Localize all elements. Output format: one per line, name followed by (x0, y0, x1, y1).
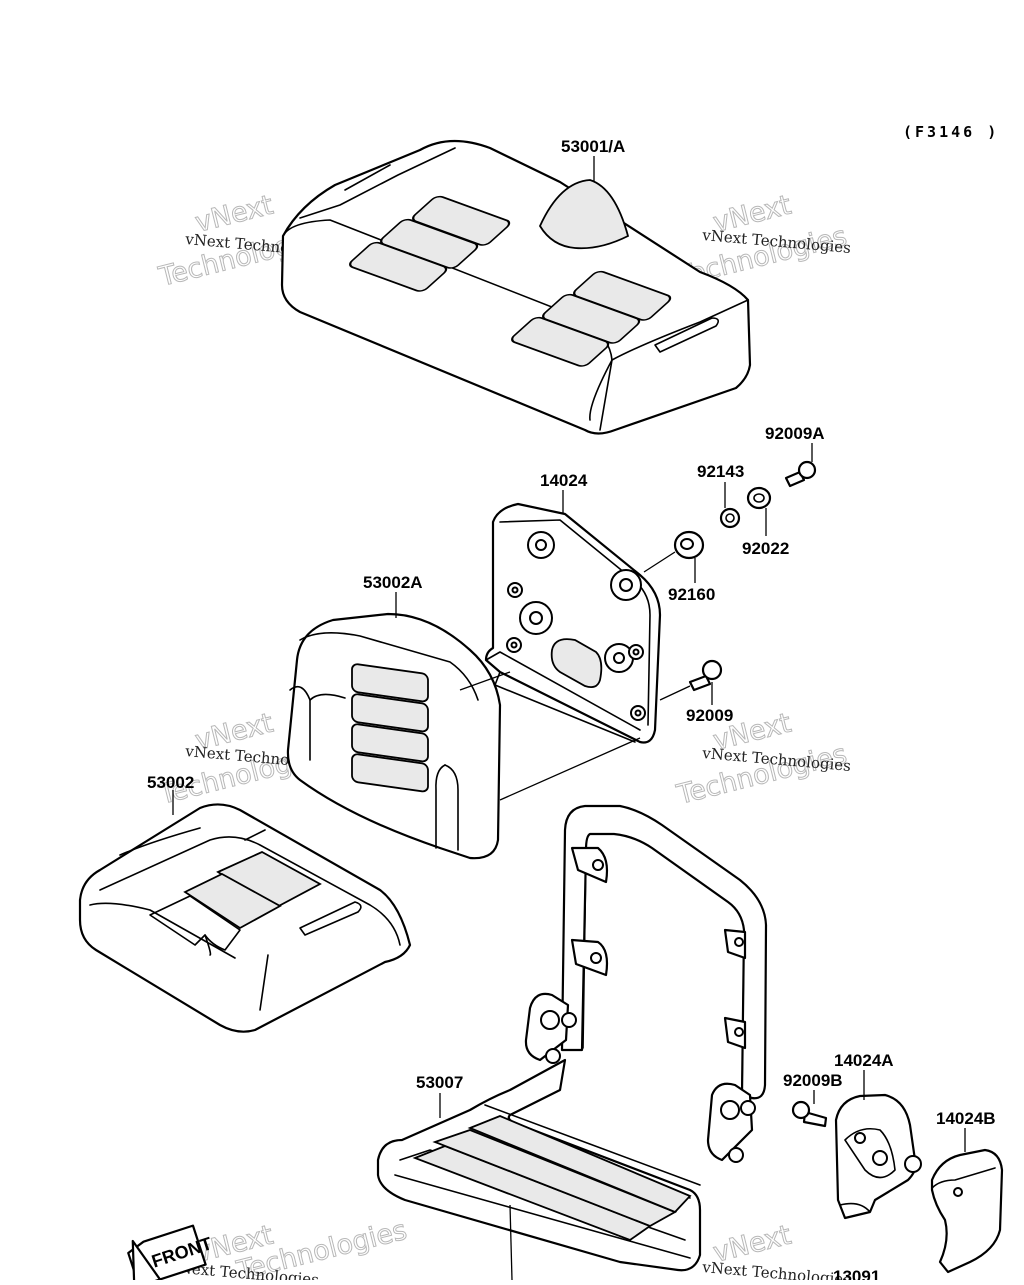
seat-top-part (280, 139, 752, 435)
cover-part (930, 1148, 1004, 1274)
label-cover: 14024B (936, 1109, 996, 1128)
bracket-plate-part (484, 502, 662, 744)
label-seat-cushion: 53002 (147, 773, 194, 792)
diagram-code: (F3146 ) (903, 123, 999, 141)
label-bracket-plate: 14024 (540, 471, 588, 490)
label-nut: 92022 (742, 539, 789, 558)
spacer-part (719, 507, 741, 529)
label-hinge-bracket: 14024A (834, 1051, 894, 1070)
label-seat-top: 53001/A (561, 137, 625, 156)
label-bolt-a: 92009A (765, 424, 825, 443)
seat-frame-part (376, 804, 768, 1281)
damper-part (673, 530, 705, 560)
hinge-bracket-part (834, 1093, 922, 1220)
seat-cushion-part (78, 803, 412, 1033)
seat-back-part (286, 612, 502, 860)
watermark-bottom-right: vNext vNext Technologies (701, 1219, 852, 1285)
label-bolt-b: 92009B (783, 1071, 843, 1090)
label-damper: 92160 (668, 585, 715, 604)
nut-part (746, 486, 772, 510)
svg-text:vNext Technologies: vNext Technologies (701, 1258, 852, 1280)
bolt-b-part (791, 1100, 828, 1128)
bolt-a-part (784, 460, 817, 488)
label-seat-back: 53002A (363, 573, 423, 592)
label-seat-frame: 53007 (416, 1073, 463, 1092)
label-partial-bottom: 13091 (833, 1267, 880, 1280)
bolt-part (659, 659, 723, 701)
label-bolt: 92009 (686, 706, 733, 725)
label-spacer: 92143 (697, 462, 744, 481)
